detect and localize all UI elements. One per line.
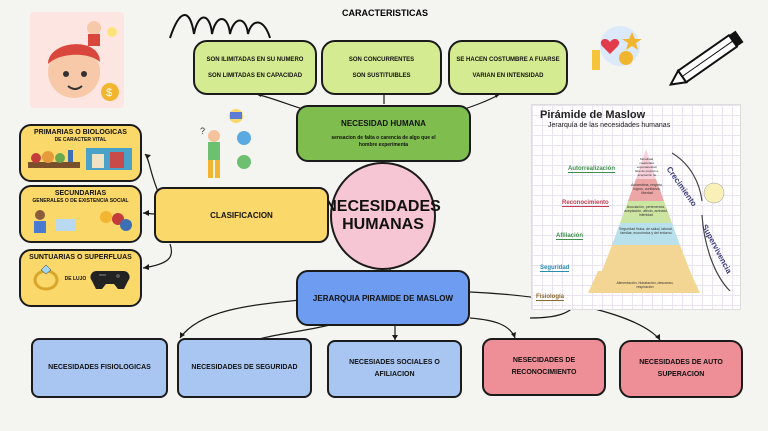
need-seguridad: NECESIDADES DE SEGURIDAD <box>177 338 312 398</box>
squiggle-decoration <box>169 14 271 39</box>
maslow-box: JERARQUIA PIRAMIDE DE MASLOW <box>296 270 470 326</box>
connector-maslow-reconocimiento <box>469 317 516 339</box>
pyramid-desc-reconocimiento: Autoestima, respeto, logros, confianza, … <box>630 183 664 195</box>
characteristic-3-line2: VARIAN EN INTENSIDAD <box>472 72 544 79</box>
people-icon <box>26 205 136 240</box>
characteristic-3-line1: SE HACEN COSTUMBRE A FUARSE <box>456 56 560 63</box>
characteristic-box-3: SE HACEN COSTUMBRE A FUARSE VARIAN EN IN… <box>448 40 568 95</box>
svg-text:?: ? <box>200 126 205 136</box>
pyramid-level-fisiologia: Fisiología <box>536 294 565 301</box>
need-sociales-line2: AFILIACION <box>374 371 415 378</box>
center-title-line2: HUMANAS <box>342 216 424 233</box>
connector-maslow-fisio <box>179 299 301 339</box>
need-seguridad-line1: NECESIDADES DE SEGURIDAD <box>191 364 298 371</box>
classification-box: CLASIFICACION <box>154 187 329 243</box>
characteristic-box-1: SON ILIMITADAS EN SU NUMERO SON LIMITADA… <box>193 40 317 95</box>
definition-title: NECESIDAD HUMANA <box>341 119 426 128</box>
need-sociales: NECESIADES SOCIALES O AFILIACION <box>327 340 462 398</box>
page-title: CARACTERISTICAS <box>342 8 429 18</box>
maslow-label: JERARQUIA PIRAMIDE DE MASLOW <box>312 293 454 303</box>
pyramid-desc-seguridad: Seguridad física, de salud, laboral, fam… <box>619 227 673 235</box>
suntuarias-subtitle: DE LUJO <box>64 276 87 282</box>
definition-text-1: sensacion de falta o carencia de algo qu… <box>331 135 436 141</box>
pyramid-desc-fisiologia: Alimentación, hidratación, descanso, res… <box>616 281 674 289</box>
definition-text-2: hombre experimenta <box>358 142 409 148</box>
secundarias-title: SECUNDARIAS <box>54 190 107 197</box>
classification-item-suntuarias: SUNTUARIAS O SUPERFLUAS DE LUJO <box>19 249 142 307</box>
pyramid-desc-afiliacion: Asociación, pertenencia, aceptación, afe… <box>624 205 668 217</box>
question-person-icon: ? <box>196 108 260 186</box>
svg-text:$: $ <box>106 87 112 99</box>
food-table-icon <box>26 144 136 179</box>
need-auto-line2: SUPERACION <box>657 371 705 378</box>
pyramid-desc-autorrealizacion: Moralidad, creatividad, espontaneidad, f… <box>634 157 660 177</box>
maslow-pyramid-panel: Pirámide de Maslow Jerarquía de las nece… <box>531 104 741 310</box>
characteristic-1-line2: SON LIMITADAS EN CAPACIDAD <box>207 72 303 79</box>
center-node: NECESIDADES HUMANAS <box>325 162 441 270</box>
characteristic-1-line1: SON ILIMITADAS EN SU NUMERO <box>206 56 304 63</box>
pyramid-title: Pirámide de Maslow <box>540 109 646 121</box>
suntuarias-title: SUNTUARIAS O SUPERFLUAS <box>29 254 132 261</box>
classification-label: CLASIFICACION <box>210 210 273 220</box>
need-sociales-line1: NECESIADES SOCIALES O <box>349 359 440 366</box>
characteristic-2-line1: SON CONCURRENTES <box>348 56 415 63</box>
classification-item-primarias: PRIMARIAS O BIOLOGICAS DE CARACTER VITAL <box>19 124 142 182</box>
pencil-icon <box>668 26 752 88</box>
need-reconocimiento: NESECIDADES DE RECONOCIMIENTO <box>482 338 606 396</box>
need-auto-superacion: NECESIDADES DE AUTO SUPERACION <box>619 340 743 398</box>
ring-icon <box>31 262 61 297</box>
hearts-money-icon <box>590 24 650 72</box>
definition-box: NECESIDAD HUMANA sensacion de falta o ca… <box>296 105 471 162</box>
pyramid-subtitle: Jerarquía de las necesidades humanas <box>548 122 671 129</box>
classification-item-secundarias: SECUNDARIAS GENERALES O DE EXISTENCIA SO… <box>19 185 142 243</box>
pyramid-level-afiliacion: Afiliación <box>556 233 584 240</box>
characteristic-2-line2: SON SUSTITUIBLES <box>352 72 411 79</box>
game-controller-icon <box>90 263 130 296</box>
secundarias-subtitle: GENERALES O DE EXISTENCIA SOCIAL <box>32 198 129 204</box>
pyramid-graphic <box>588 149 731 293</box>
pyramid-level-reconocimiento: Reconocimiento <box>562 200 609 207</box>
characteristic-box-2: SON CONCURRENTES SON SUSTITUIBLES <box>321 40 442 95</box>
person-money-icon: $ <box>30 12 124 108</box>
pyramid-level-seguridad: Seguridad <box>540 265 570 272</box>
need-fisiologicas: NECESIDADES FISIOLOGICAS <box>31 338 168 398</box>
primarias-title: PRIMARIAS O BIOLOGICAS <box>34 129 127 136</box>
need-reconocimiento-line1: NESECIDADES DE <box>512 357 576 364</box>
center-title-line1: NECESIDADES <box>325 198 441 215</box>
primarias-subtitle: DE CARACTER VITAL <box>54 137 107 143</box>
need-reconocimiento-line2: RECONOCIMIENTO <box>511 369 577 376</box>
need-fisiologicas-line1: NECESIDADES FISIOLOGICAS <box>48 364 151 371</box>
need-auto-line1: NECESIDADES DE AUTO <box>639 359 723 366</box>
connector-class-suntuarias <box>142 243 173 269</box>
pyramid-level-autorrealizacion: Autorrealización <box>568 166 616 173</box>
